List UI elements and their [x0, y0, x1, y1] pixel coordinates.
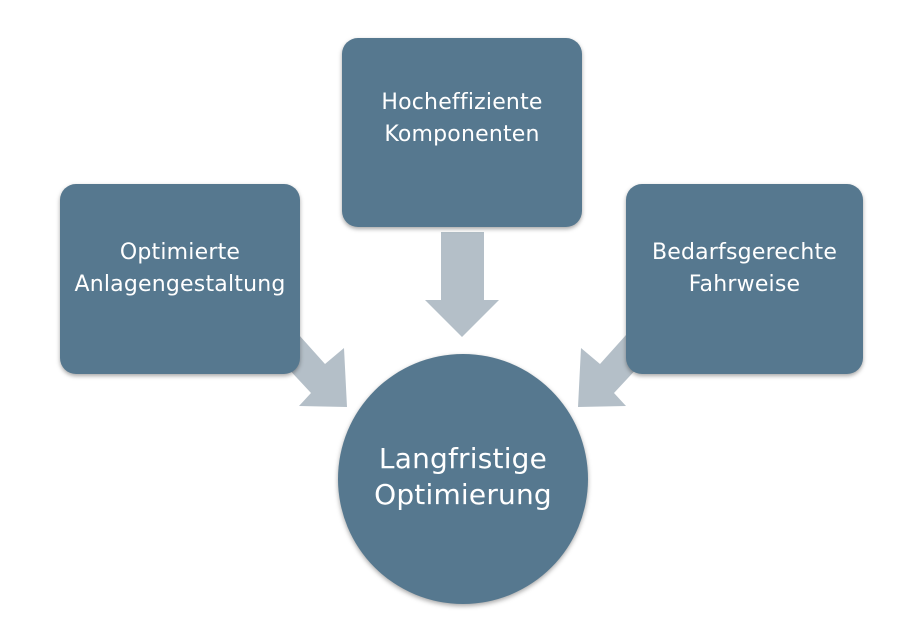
node-optimierte-anlagengestaltung: Optimierte Anlagengestaltung: [60, 184, 300, 374]
node-center-line1: Langfristige: [378, 442, 548, 475]
node-langfristige-optimierung: Langfristige Optimierung: [338, 354, 588, 604]
node-right-line2: Fahrweise: [688, 272, 801, 297]
node-center-line2: Optimierung: [374, 478, 552, 511]
node-left-line2: Anlagengestaltung: [74, 272, 286, 297]
arrow-right-diagonal: [578, 335, 641, 407]
node-bedarfsgerechte-fahrweise: Bedarfsgerechte Fahrweise: [626, 184, 863, 374]
arrow-top-down: [425, 232, 499, 337]
node-left-line1: Optimierte: [119, 240, 241, 265]
node-top-line1: Hocheffiziente: [381, 89, 543, 115]
node-right-line1: Bedarfsgerechte: [651, 240, 838, 265]
node-hocheffiziente-komponenten: Hocheffiziente Komponenten: [342, 38, 582, 227]
node-top-line2: Komponenten: [384, 121, 540, 147]
